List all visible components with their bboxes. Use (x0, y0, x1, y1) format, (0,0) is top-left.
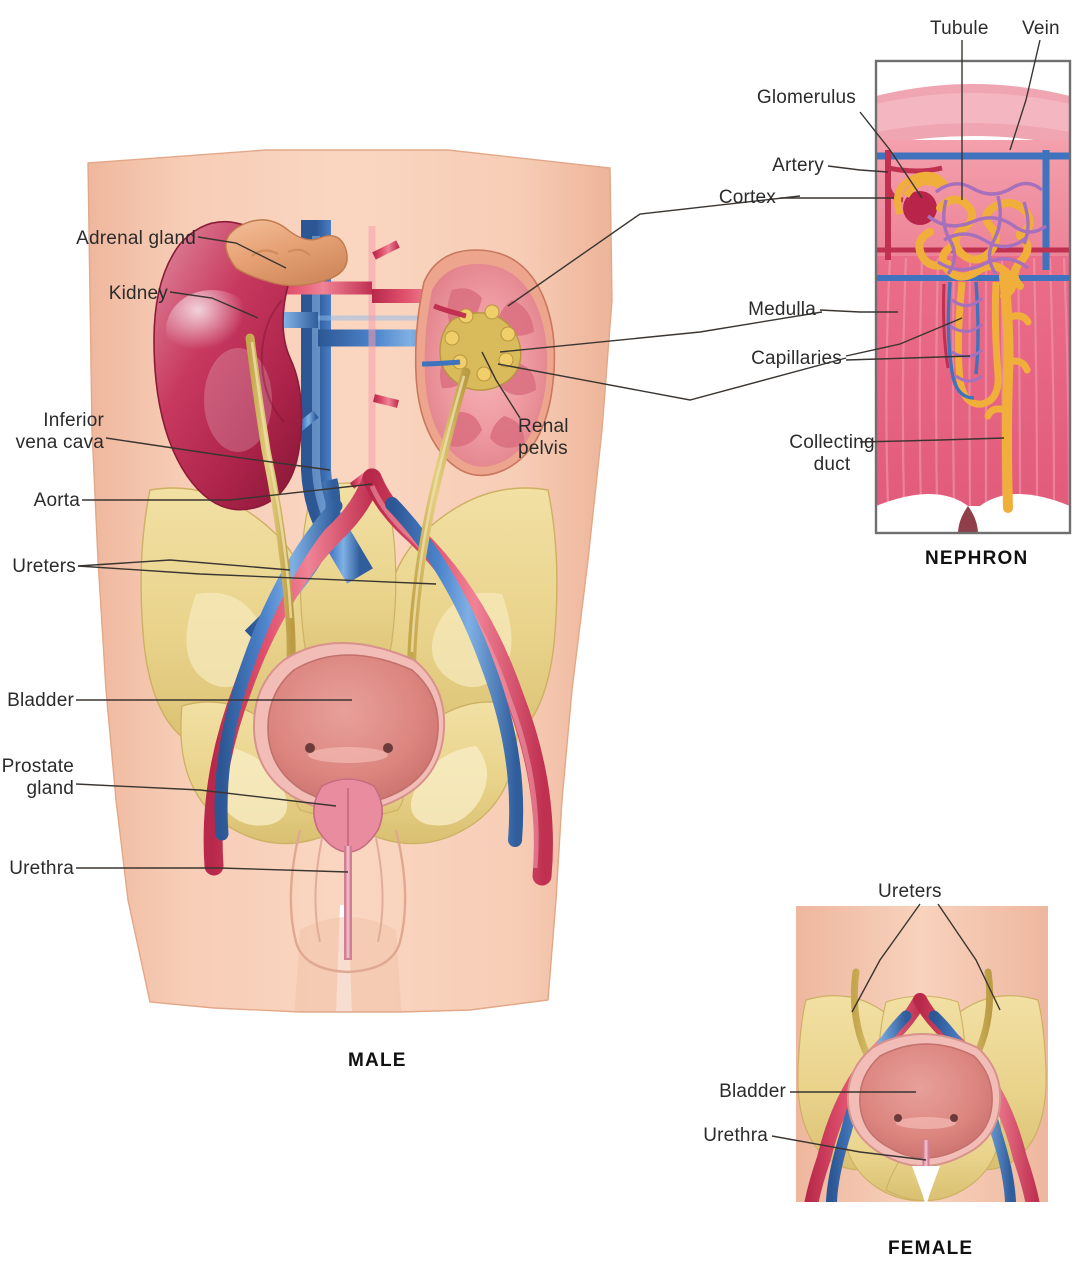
label-urethra: Urethra (9, 858, 74, 879)
leader-ureters-2 (77, 565, 437, 585)
label-glomerulus: Glomerulus (756, 87, 856, 108)
label-collecting-duct: Collecting duct (789, 432, 875, 475)
label-female-urethra: Urethra (703, 1125, 768, 1146)
label-female-ureters: Ureters (878, 881, 942, 902)
urethra (289, 829, 407, 974)
caption-male: MALE (348, 1050, 407, 1071)
label-bladder: Bladder (7, 690, 74, 711)
leader-capillaries-male (497, 357, 847, 401)
leader-female-ureters-right (937, 903, 1001, 1011)
label-prostate-gland: Prostate gland (1, 756, 74, 799)
leader-lines (75, 39, 1041, 1161)
label-tubule: Tubule (930, 18, 989, 39)
leader-female-ureters-left (851, 903, 921, 1013)
label-aorta: Aorta (33, 490, 80, 511)
caption-female: FEMALE (888, 1238, 974, 1259)
leader-collecting-duct (859, 437, 1005, 443)
label-ureters: Ureters (12, 556, 76, 577)
label-inferior-vena-cava: Inferior vena cava (15, 410, 104, 453)
female-illustration (796, 906, 1048, 1202)
label-female-bladder: Bladder (719, 1081, 786, 1102)
label-cortex: Cortex (718, 187, 776, 208)
leader-prostate-gland (75, 783, 337, 807)
label-artery: Artery (772, 155, 824, 176)
adrenal-gland-left (225, 219, 348, 287)
leader-adrenal-gland (197, 236, 287, 269)
leader-aorta (82, 483, 373, 501)
label-capillaries: Capillaries (751, 348, 842, 369)
leader-medulla (499, 311, 823, 353)
leader-vein (1009, 39, 1041, 151)
leader-renal-pelvis (481, 351, 521, 419)
leader-kidney (169, 291, 259, 319)
leader-inferior-vena-cava (105, 437, 331, 471)
leader-glomerulus (859, 111, 923, 199)
leader-cortex (507, 195, 801, 307)
leader-capillaries-box-1 (845, 317, 963, 357)
leader-artery (827, 165, 889, 173)
label-medulla: Medulla (748, 299, 816, 320)
nephron-illustration (874, 59, 1072, 535)
bladder (252, 642, 446, 813)
prostate-gland (313, 778, 383, 853)
label-renal-pelvis: Renal pelvis (518, 416, 569, 459)
leader-female-urethra (771, 1135, 927, 1161)
leader-capillaries-box-2 (845, 355, 971, 361)
leader-urethra (76, 867, 349, 873)
male-torso-illustration (87, 149, 613, 1013)
label-adrenal-gland: Adrenal gland (76, 228, 196, 249)
label-kidney: Kidney (108, 283, 168, 304)
label-vein: Vein (1022, 18, 1060, 39)
caption-nephron: NEPHRON (925, 548, 1029, 569)
leader-ureters-1 (77, 559, 291, 571)
leader-medulla-box (819, 309, 898, 313)
